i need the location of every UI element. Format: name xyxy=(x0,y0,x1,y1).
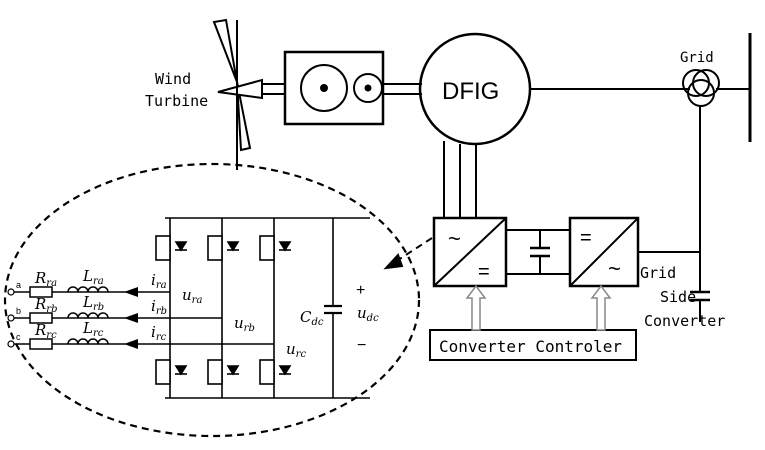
current-arrows xyxy=(124,287,138,349)
i-c-symbol: irc xyxy=(151,323,167,343)
zoom-ellipse xyxy=(3,162,421,438)
grid-side-label-3: Converter xyxy=(644,312,725,330)
rotor-ac-symbol: ~ xyxy=(448,226,461,251)
l-c-symbol: Lrc xyxy=(82,319,104,339)
inverter-bridge xyxy=(12,217,370,399)
wind-turbine-label-2: Turbine xyxy=(145,92,208,110)
grid-side-label-2: Side xyxy=(660,288,696,306)
controller-label: Converter Controler xyxy=(439,337,622,356)
wind-turbine-icon xyxy=(212,18,263,170)
minus-sign: − xyxy=(357,337,366,354)
inductors xyxy=(67,286,109,345)
transformer-icon xyxy=(682,69,720,107)
u-c-symbol: urc xyxy=(286,340,306,360)
plus-sign: + xyxy=(356,282,365,299)
rotor-dc-symbol: = xyxy=(478,261,490,283)
dfig-label: DFIG xyxy=(442,78,499,105)
converter-controller-box xyxy=(429,329,637,361)
grid-side-label-1: Grid xyxy=(640,264,676,282)
l-b-symbol: Lrb xyxy=(82,293,104,313)
i-b-symbol: irb xyxy=(151,297,167,317)
rotor-side-converter xyxy=(432,216,508,288)
r-a-symbol: Rra xyxy=(34,269,57,289)
r-b-symbol: Rrb xyxy=(34,295,57,315)
grid-label: Grid xyxy=(680,50,714,66)
resistors xyxy=(29,286,53,350)
u-b-symbol: urb xyxy=(234,314,255,334)
c-dc-symbol: Cdc xyxy=(300,308,324,328)
u-a-symbol: ura xyxy=(182,286,202,306)
wind-turbine-label-1: Wind xyxy=(155,70,191,88)
terminals xyxy=(7,288,15,348)
node-b: b xyxy=(16,306,21,316)
i-a-symbol: ira xyxy=(151,271,167,291)
u-dc-symbol: udc xyxy=(357,304,379,324)
node-a: a xyxy=(16,280,21,290)
grid-dc-symbol: = xyxy=(580,227,592,249)
grid-ac-symbol: ~ xyxy=(608,256,621,281)
l-a-symbol: Lra xyxy=(82,267,104,287)
node-c: c xyxy=(16,332,21,342)
controller-arrows xyxy=(465,284,612,331)
gearbox-icon xyxy=(283,50,385,126)
r-c-symbol: Rrc xyxy=(34,321,57,341)
